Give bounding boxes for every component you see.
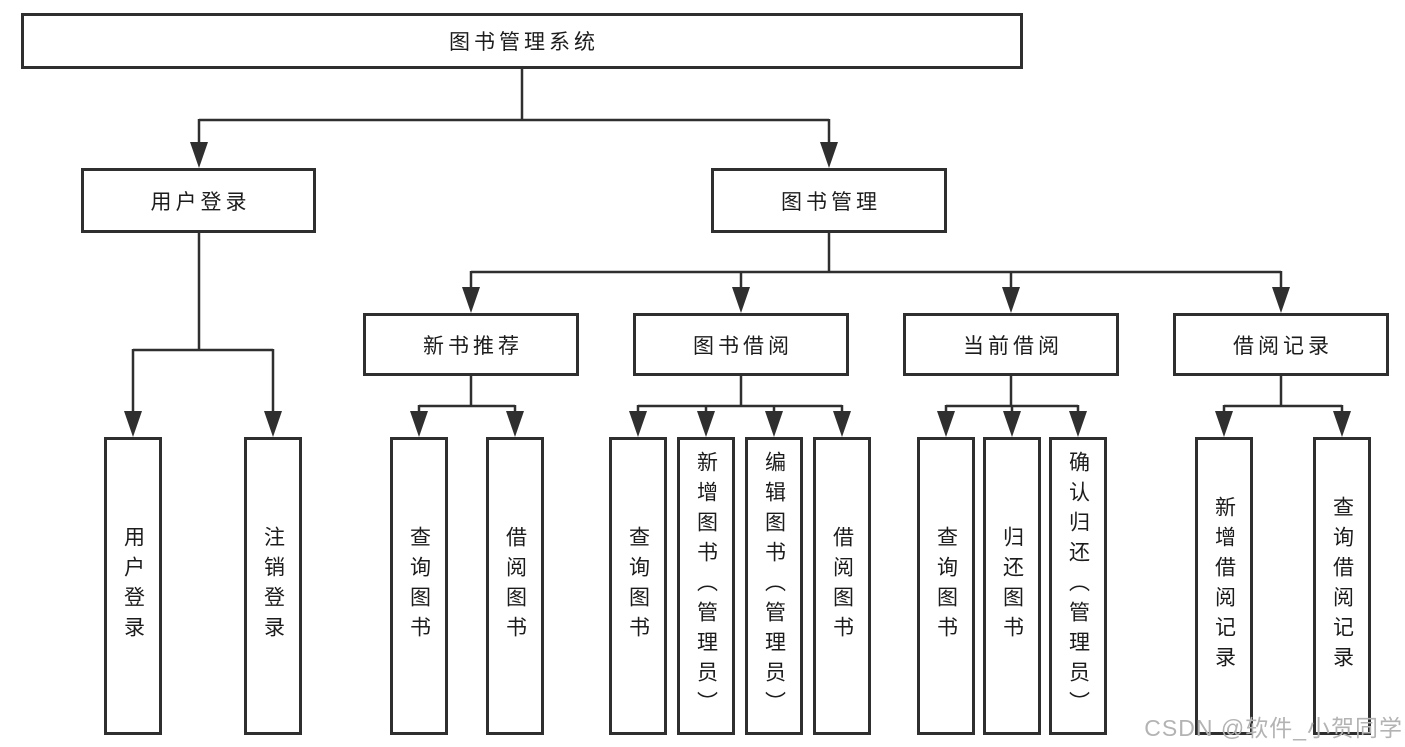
leaf-return-book: 归还图书: [983, 437, 1041, 735]
leaf-add-borrow-record: 新增借阅记录: [1195, 437, 1253, 735]
arrowhead-icon: [462, 287, 480, 313]
arrowhead-icon: [697, 411, 715, 437]
node-book-borrow: 图书借阅: [633, 313, 849, 376]
node-label: 用户登录: [150, 190, 251, 214]
node-book-management: 图书管理: [711, 168, 947, 233]
leaf-logout: 注销登录: [244, 437, 302, 735]
arrowhead-icon: [629, 411, 647, 437]
node-label: 当前借阅: [963, 334, 1063, 358]
node-library-management-system: 图书管理系统: [21, 13, 1023, 69]
leaf-label: 确认归还（管理员）: [1066, 451, 1090, 721]
leaf-label: 编辑图书（管理员）: [762, 451, 786, 721]
node-label: 新书推荐: [423, 334, 523, 358]
leaf-query-books-3: 查询图书: [917, 437, 975, 735]
arrowhead-icon: [1272, 287, 1290, 313]
node-borrow-records: 借阅记录: [1173, 313, 1389, 376]
node-user-login: 用户登录: [81, 168, 316, 233]
leaf-user-login: 用户登录: [104, 437, 162, 735]
leaf-label: 用户登录: [121, 526, 145, 646]
leaf-label: 新增图书（管理员）: [694, 451, 718, 721]
arrowhead-icon: [1069, 411, 1087, 437]
node-current-borrow: 当前借阅: [903, 313, 1119, 376]
arrowhead-icon: [124, 411, 142, 437]
arrowhead-icon: [765, 411, 783, 437]
leaf-borrow-book-2: 借阅图书: [813, 437, 871, 735]
arrowhead-icon: [190, 142, 208, 168]
leaf-add-book-admin: 新增图书（管理员）: [677, 437, 735, 735]
arrowhead-icon: [732, 287, 750, 313]
arrowhead-icon: [1215, 411, 1233, 437]
leaf-edit-book-admin: 编辑图书（管理员）: [745, 437, 803, 735]
node-label: 图书借阅: [693, 334, 793, 358]
leaf-query-books: 查询图书: [390, 437, 448, 735]
arrowhead-icon: [1003, 411, 1021, 437]
node-new-book-recommend: 新书推荐: [363, 313, 579, 376]
leaf-label: 查询图书: [407, 526, 431, 646]
leaf-label: 查询图书: [934, 526, 958, 646]
leaf-label: 查询图书: [626, 526, 650, 646]
arrowhead-icon: [833, 411, 851, 437]
node-label: 图书管理: [781, 190, 881, 214]
leaf-label: 借阅图书: [503, 526, 527, 646]
csdn-watermark: CSDN @软件_小贺同学: [1144, 715, 1403, 741]
arrowhead-icon: [1333, 411, 1351, 437]
leaf-confirm-return-admin: 确认归还（管理员）: [1049, 437, 1107, 735]
leaf-label: 新增借阅记录: [1212, 496, 1236, 676]
leaf-label: 归还图书: [1000, 526, 1024, 646]
leaf-label: 注销登录: [261, 526, 285, 646]
leaf-query-borrow-record: 查询借阅记录: [1313, 437, 1371, 735]
leaf-label: 查询借阅记录: [1330, 496, 1354, 676]
arrowhead-icon: [506, 411, 524, 437]
leaf-label: 借阅图书: [830, 526, 854, 646]
arrowhead-icon: [937, 411, 955, 437]
node-label: 借阅记录: [1233, 334, 1333, 358]
arrowhead-icon: [1002, 287, 1020, 313]
arrowhead-icon: [410, 411, 428, 437]
leaf-query-books-2: 查询图书: [609, 437, 667, 735]
node-label: 图书管理系统: [449, 31, 599, 54]
arrowhead-icon: [264, 411, 282, 437]
arrowhead-icon: [820, 142, 838, 168]
leaf-borrow-book: 借阅图书: [486, 437, 544, 735]
